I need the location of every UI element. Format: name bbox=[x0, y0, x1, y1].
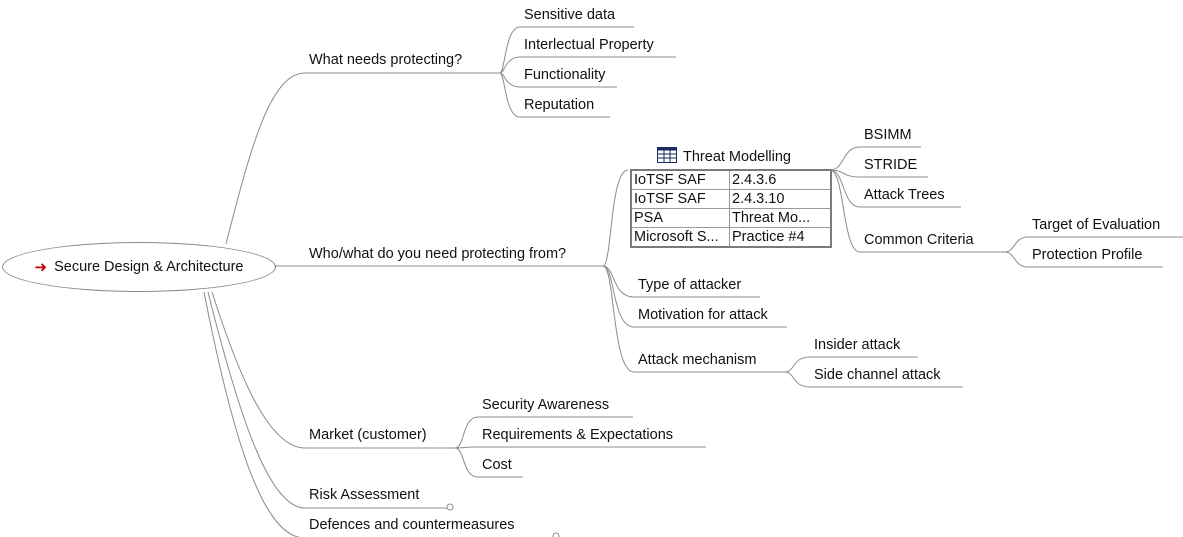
table-row: IoTSF SAF 2.4.3.10 bbox=[630, 189, 832, 209]
node-motivation-for-attack[interactable]: Motivation for attack bbox=[638, 307, 768, 323]
table-cell: Microsoft S... bbox=[630, 227, 730, 248]
root-label: Secure Design & Architecture bbox=[54, 259, 244, 275]
table-cell: IoTSF SAF bbox=[630, 169, 730, 190]
node-risk-assessment[interactable]: Risk Assessment bbox=[309, 487, 420, 503]
node-attack-trees[interactable]: Attack Trees bbox=[864, 187, 945, 203]
node-bsimm[interactable]: BSIMM bbox=[864, 127, 912, 143]
node-intellectual-property[interactable]: Interlectual Property bbox=[524, 37, 654, 53]
node-who-what-protecting-from[interactable]: Who/what do you need protecting from? bbox=[309, 246, 567, 262]
node-sensitive-data[interactable]: Sensitive data bbox=[524, 7, 616, 23]
node-target-of-evaluation[interactable]: Target of Evaluation bbox=[1032, 217, 1161, 233]
table-row: PSA Threat Mo... bbox=[630, 208, 832, 228]
node-cost[interactable]: Cost bbox=[482, 457, 512, 473]
node-requirements-expectations[interactable]: Requirements & Expectations bbox=[482, 427, 674, 443]
table-cell: Threat Mo... bbox=[729, 208, 832, 228]
table-cell: 2.4.3.6 bbox=[729, 169, 832, 190]
node-functionality[interactable]: Functionality bbox=[524, 67, 606, 83]
table-cell: IoTSF SAF bbox=[630, 189, 730, 209]
table-icon bbox=[657, 147, 677, 163]
node-reputation[interactable]: Reputation bbox=[524, 97, 595, 113]
table-row: IoTSF SAF 2.4.3.6 bbox=[630, 169, 832, 190]
table-cell: PSA bbox=[630, 208, 730, 228]
table-row: Microsoft S... Practice #4 bbox=[630, 227, 832, 248]
node-type-of-attacker[interactable]: Type of attacker bbox=[638, 277, 742, 293]
node-common-criteria[interactable]: Common Criteria bbox=[864, 232, 974, 248]
table-cell: 2.4.3.10 bbox=[729, 189, 832, 209]
node-defences-countermeasures[interactable]: Defences and countermeasures bbox=[309, 517, 515, 533]
node-security-awareness[interactable]: Security Awareness bbox=[482, 397, 610, 413]
node-attack-mechanism[interactable]: Attack mechanism bbox=[638, 352, 757, 368]
node-protection-profile[interactable]: Protection Profile bbox=[1032, 247, 1143, 263]
node-market-customer[interactable]: Market (customer) bbox=[309, 427, 427, 443]
node-side-channel-attack[interactable]: Side channel attack bbox=[814, 367, 941, 383]
threat-modelling-table: IoTSF SAF 2.4.3.6 IoTSF SAF 2.4.3.10 PSA… bbox=[630, 169, 832, 248]
threat-modelling-label: Threat Modelling bbox=[683, 149, 791, 165]
red-arrow-icon: ➜ bbox=[34, 259, 48, 276]
table-cell: Practice #4 bbox=[729, 227, 832, 248]
node-what-needs-protecting[interactable]: What needs protecting? bbox=[309, 52, 463, 68]
node-threat-modelling[interactable]: Threat Modelling bbox=[657, 147, 791, 166]
collapsed-node-marker[interactable] bbox=[446, 503, 454, 511]
root-node[interactable]: ➜ Secure Design & Architecture bbox=[2, 242, 276, 292]
node-insider-attack[interactable]: Insider attack bbox=[814, 337, 901, 353]
node-stride[interactable]: STRIDE bbox=[864, 157, 918, 173]
collapsed-node-marker[interactable] bbox=[552, 532, 560, 537]
